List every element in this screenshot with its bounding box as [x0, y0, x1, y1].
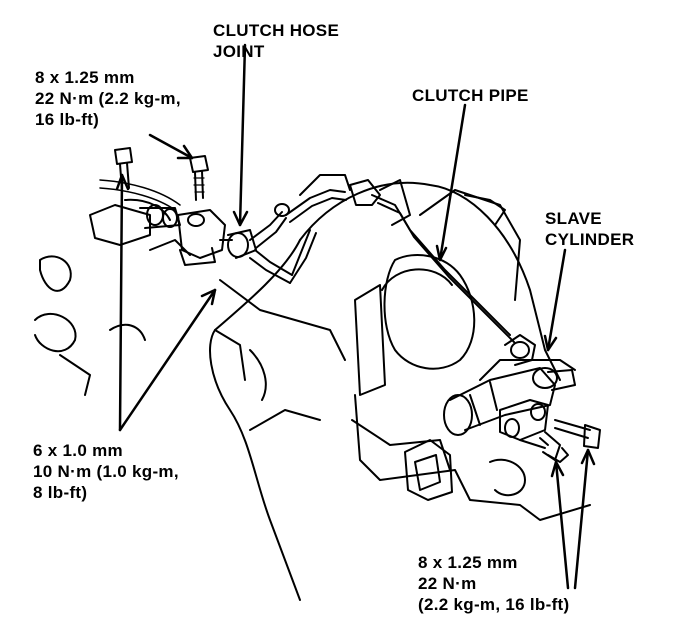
clutch-hose-joint-line-2: JOINT: [213, 42, 265, 61]
bolt-spec-bottom-line-3: (2.2 kg-m, 16 lb-ft): [418, 595, 570, 614]
bolt-spec-left-line-2: 10 N·m (1.0 kg-m,: [33, 462, 179, 481]
bolt-spec-left-line-1: 6 x 1.0 mm: [33, 441, 123, 460]
bolt-spec-left-line-3: 8 lb-ft): [33, 483, 88, 502]
clutch-pipe: [249, 179, 515, 343]
clutch-pipe-label: CLUTCH PIPE: [412, 85, 529, 106]
bolt-8x125-lower-a: [519, 431, 569, 463]
clutch-hose-joint-label: CLUTCH HOSE JOINT: [213, 20, 339, 62]
clutch-hose-joint: [219, 229, 257, 259]
bolt-spec-top-line-3: 16 lb-ft): [35, 110, 100, 129]
bolt-spec-bottom-line-1: 8 x 1.25 mm: [418, 553, 518, 572]
slave-cylinder-line-1: SLAVE: [545, 209, 602, 228]
bolt-spec-top-line-1: 8 x 1.25 mm: [35, 68, 135, 87]
clutch-hose-joint-line-1: CLUTCH HOSE: [213, 21, 340, 40]
slave-cylinder: [443, 334, 576, 441]
bolt-spec-left-label: 6 x 1.0 mm 10 N·m (1.0 kg-m, 8 lb-ft): [33, 440, 179, 503]
bolt-8x125-lower-b: [554, 419, 601, 449]
bolt-spec-top-label: 8 x 1.25 mm 22 N·m (2.2 kg-m, 16 lb-ft): [35, 67, 181, 130]
slave-cylinder-label: SLAVE CYLINDER: [545, 208, 634, 250]
bolt-spec-bottom-line-2: 22 N·m: [418, 574, 477, 593]
leader-lines[interactable]: [115, 43, 596, 590]
bolt-8x125-top: [189, 155, 209, 201]
clutch-pipe-line-1: CLUTCH PIPE: [412, 86, 529, 105]
inspection-cover: [404, 439, 526, 501]
bolt-6x1-left: [114, 147, 133, 191]
bolt-spec-top-line-2: 22 N·m (2.2 kg-m,: [35, 89, 181, 108]
master-side-fittings: [89, 179, 226, 266]
transmission-housing: [34, 174, 591, 601]
slave-cylinder-line-2: CYLINDER: [545, 230, 635, 249]
bolt-spec-bottom-label: 8 x 1.25 mm 22 N·m (2.2 kg-m, 16 lb-ft): [418, 552, 569, 615]
